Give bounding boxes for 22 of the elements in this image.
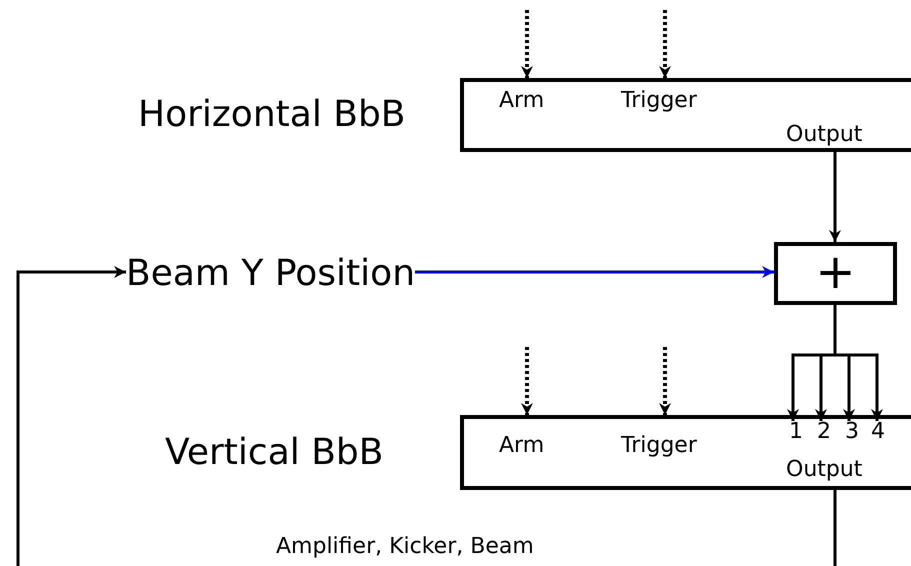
arrow [659,10,671,78]
arrow [521,347,533,415]
signal-label: Beam Y Position [126,256,416,292]
channel-number: 1 [789,421,803,443]
port-label: Trigger [621,90,697,112]
block-title: Vertical BbB [165,434,384,470]
arrow [659,347,671,415]
channel-number: 4 [871,421,885,443]
port-label: Trigger [621,435,697,457]
block-title: Horizontal BbB [138,97,406,133]
channel-number: 3 [845,421,859,443]
port-label: Arm [499,435,544,457]
arrow [415,266,774,278]
arrow [829,152,841,242]
port-label: Output [786,459,862,481]
channel-number: 2 [817,421,831,443]
sum-box: + [774,242,897,305]
port-label: Arm [499,90,544,112]
port-label: Output [786,124,862,146]
arrow [16,266,126,566]
arrow [521,10,533,78]
note-label: Amplifier, Kicker, Beam [276,536,534,558]
